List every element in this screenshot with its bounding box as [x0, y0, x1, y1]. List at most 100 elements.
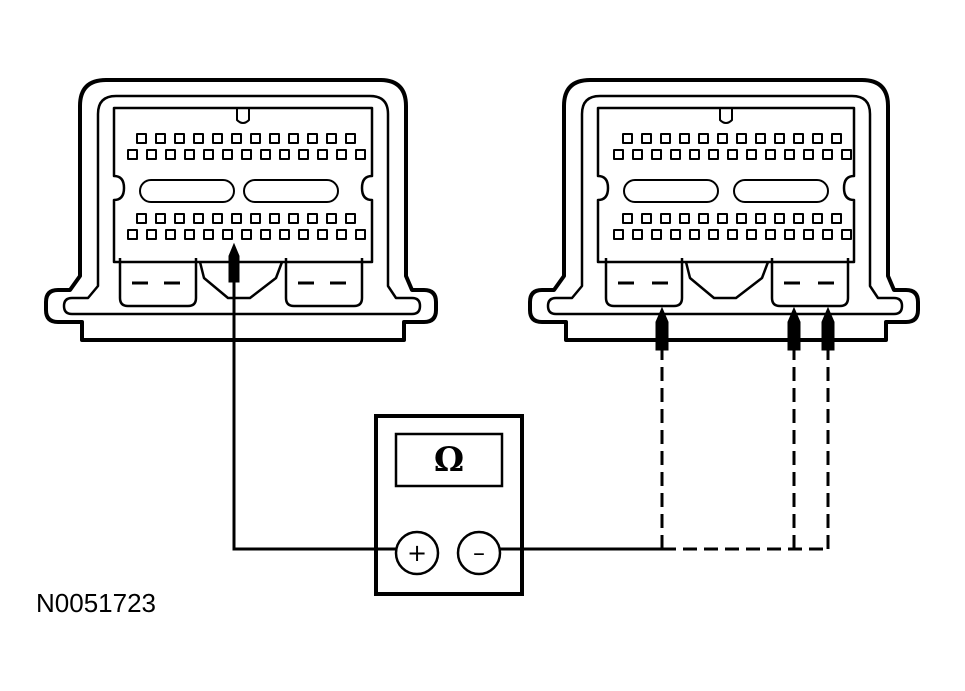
- left-pin-grid: [127, 133, 366, 240]
- figure-id: N0051723: [36, 588, 156, 618]
- right-pin-cavity: [812, 213, 823, 224]
- left-pin-cavity: [212, 133, 223, 144]
- right-pin-cavity: [736, 133, 747, 144]
- right-pin-cavity: [765, 149, 776, 160]
- left-connector: [44, 78, 438, 342]
- left-pin-cavity: [260, 229, 271, 240]
- right-connector-face: [546, 94, 904, 316]
- ohmmeter-body: [374, 414, 524, 596]
- left-slot-1: [139, 179, 235, 203]
- left-pin-cavity: [269, 133, 280, 144]
- left-pin-cavity: [326, 133, 337, 144]
- right-pin-cavity: [632, 149, 643, 160]
- left-pin-cavity: [336, 149, 347, 160]
- negative-lead: [500, 306, 835, 551]
- left-pin-cavity: [241, 229, 252, 240]
- positive-lead: [228, 242, 396, 551]
- left-pin-cavity: [165, 229, 176, 240]
- right-pin-cavity: [755, 133, 766, 144]
- right-pin-grid: [613, 133, 852, 240]
- left-pin-cavity: [222, 149, 233, 160]
- left-center-key: [198, 261, 284, 300]
- right-pin-cavity: [679, 133, 690, 144]
- right-pin-cavity: [822, 149, 833, 160]
- right-pin-cavity: [755, 213, 766, 224]
- negative-probe-3: [821, 306, 835, 351]
- right-pin-cavity: [831, 213, 842, 224]
- right-pin-cavity: [622, 213, 633, 224]
- right-connector-housing: [528, 78, 920, 342]
- right-pin-cavity: [708, 229, 719, 240]
- left-pin-cavity: [184, 229, 195, 240]
- left-pin-cavity: [288, 213, 299, 224]
- left-pin-cavity: [203, 149, 214, 160]
- left-pin-cavity: [307, 213, 318, 224]
- left-latch-left: [118, 258, 198, 308]
- left-pin-cavity: [146, 149, 157, 160]
- right-pin-cavity: [784, 229, 795, 240]
- right-pin-cavity: [670, 229, 681, 240]
- positive-probe: [228, 242, 240, 283]
- left-pin-cavity: [355, 149, 366, 160]
- right-pin-cavity: [689, 149, 700, 160]
- left-pin-cavity: [127, 149, 138, 160]
- left-pin-cavity: [279, 149, 290, 160]
- right-pin-cavity: [727, 229, 738, 240]
- right-pin-cavity: [727, 149, 738, 160]
- right-pin-cavity: [670, 149, 681, 160]
- left-pin-panel: [112, 106, 374, 264]
- right-pin-cavity: [632, 229, 643, 240]
- left-pin-cavity: [184, 149, 195, 160]
- left-pin-cavity: [146, 229, 157, 240]
- left-pin-cavity: [193, 133, 204, 144]
- left-pin-cavity: [345, 133, 356, 144]
- positive-lead-wire: [232, 282, 396, 551]
- right-pin-cavity: [708, 149, 719, 160]
- right-pin-cavity: [651, 149, 662, 160]
- right-center-key: [684, 261, 770, 300]
- negative-terminal: [456, 530, 502, 576]
- right-pin-cavity: [831, 133, 842, 144]
- right-pin-cavity: [841, 229, 852, 240]
- left-pin-cavity: [307, 133, 318, 144]
- left-pin-cavity: [298, 229, 309, 240]
- right-pin-cavity: [641, 213, 652, 224]
- left-pin-cavity: [317, 149, 328, 160]
- left-pin-cavity: [231, 133, 242, 144]
- left-pin-cavity: [345, 213, 356, 224]
- left-pin-cavity: [155, 133, 166, 144]
- right-pin-cavity: [660, 213, 671, 224]
- right-pin-cavity: [613, 149, 624, 160]
- left-pin-cavity: [165, 149, 176, 160]
- right-connector: [528, 78, 920, 342]
- left-latch-right: [284, 258, 364, 308]
- right-pin-cavity: [660, 133, 671, 144]
- right-pin-cavity: [736, 213, 747, 224]
- right-pin-cavity: [746, 149, 757, 160]
- left-pin-cavity: [260, 149, 271, 160]
- negative-probe-2: [787, 306, 801, 351]
- left-pin-cavity: [212, 213, 223, 224]
- right-pin-cavity: [746, 229, 757, 240]
- right-key-notch: [719, 108, 733, 124]
- left-pin-cavity: [174, 133, 185, 144]
- right-pin-cavity: [717, 133, 728, 144]
- ohm-symbol: Ω: [433, 440, 465, 480]
- right-pin-cavity: [613, 229, 624, 240]
- left-slot-2: [243, 179, 339, 203]
- left-pin-cavity: [317, 229, 328, 240]
- left-pin-cavity: [136, 133, 147, 144]
- left-pin-cavity: [155, 213, 166, 224]
- right-pin-cavity: [803, 229, 814, 240]
- left-pin-cavity: [136, 213, 147, 224]
- left-pin-cavity: [298, 149, 309, 160]
- right-pin-cavity: [651, 229, 662, 240]
- left-pin-cavity: [174, 213, 185, 224]
- right-pin-cavity: [841, 149, 852, 160]
- right-pin-cavity: [774, 213, 785, 224]
- right-latch-left: [604, 258, 684, 308]
- left-pin-cavity: [326, 213, 337, 224]
- right-pin-cavity: [774, 133, 785, 144]
